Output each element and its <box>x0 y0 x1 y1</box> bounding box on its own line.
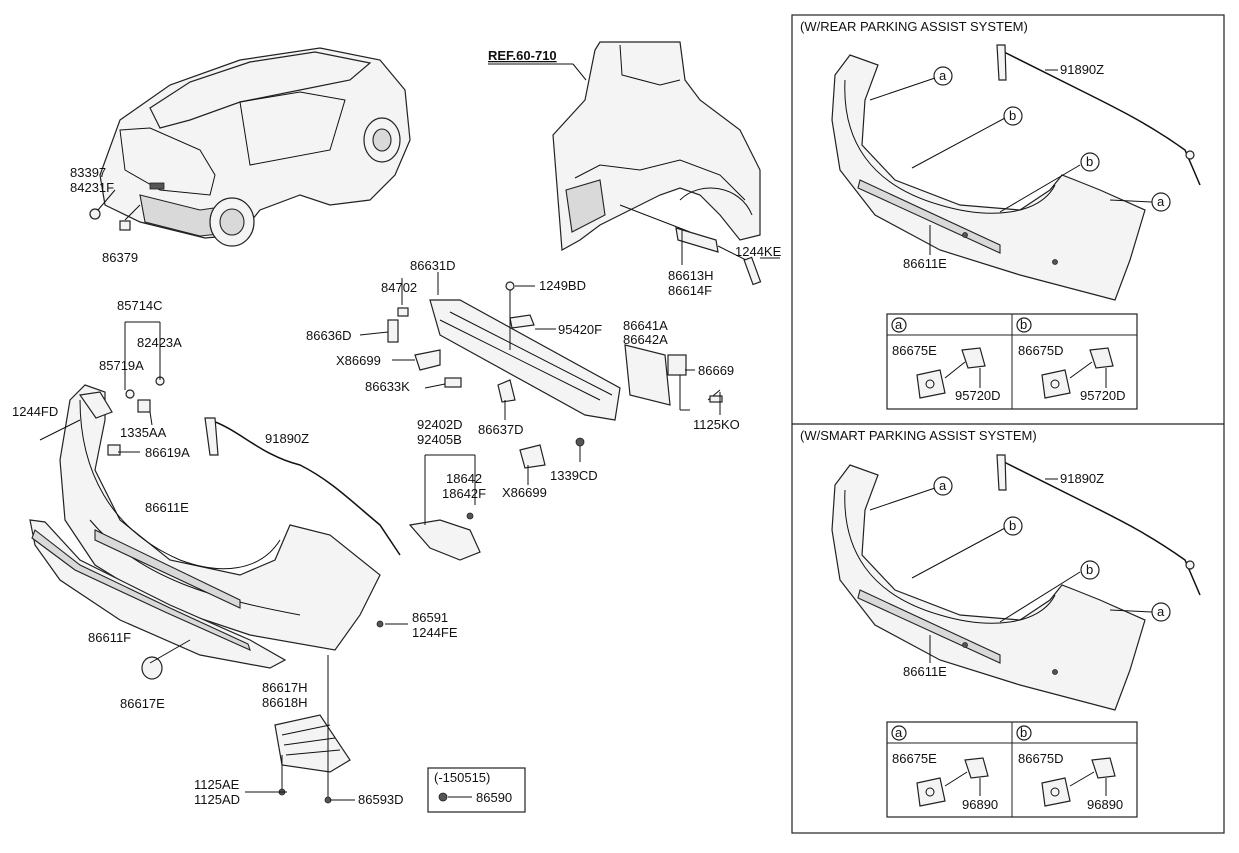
panel-rear-harness: 91890Z <box>1060 62 1104 77</box>
label-X86699-a: X86699 <box>336 353 381 368</box>
label-1335AA: 1335AA <box>120 425 167 440</box>
variant-box: (-150515) 86590 <box>427 767 526 813</box>
panel-smart-parking-assist: (W/SMART PARKING ASSIST SYSTEM) a b b a … <box>800 428 1201 818</box>
bracket-a-icon <box>916 777 946 807</box>
label-85714C: 85714C <box>117 298 163 313</box>
car-illustration <box>89 47 411 247</box>
panel-smart-callout-a2: a <box>1157 604 1165 619</box>
panel-smart-callout-b2: b <box>1086 562 1093 577</box>
bracket-b-icon <box>1041 777 1071 807</box>
panel-smart-callout-a: a <box>939 478 947 493</box>
bracket-b-icon <box>1041 369 1071 399</box>
label-86611F: 86611F <box>88 630 131 645</box>
label-86591: 86591 <box>412 610 448 625</box>
label-86636D: 86636D <box>306 328 352 343</box>
label-1125KO: 1125KO <box>693 417 740 432</box>
panel-rear-cell-a-bracket: 86675E <box>892 343 937 358</box>
label-86611E: 86611E <box>145 500 189 515</box>
ref-label: REF.60-710 <box>488 48 557 63</box>
panel-rear-cell-b-bracket: 86675D <box>1018 343 1064 358</box>
panel-rear-callout-a2: a <box>1157 194 1165 209</box>
label-86614F: 86614F <box>668 283 712 298</box>
label-1249BD: 1249BD <box>539 278 586 293</box>
panel-smart-cell-a-bracket: 86675E <box>892 751 937 766</box>
variant-box-part: 86590 <box>476 790 512 805</box>
panel-rear-cell-b-sensor: 95720D <box>1080 388 1126 403</box>
panel-rear-title: (W/REAR PARKING ASSIST SYSTEM) <box>800 19 1028 34</box>
label-18642F: 18642F <box>442 486 486 501</box>
panel-smart-cell-b-sensor: 96890 <box>1087 797 1123 812</box>
variant-box-title: (-150515) <box>434 770 490 785</box>
panel-smart-cell-a-tag: a <box>895 725 903 740</box>
label-85719A: 85719A <box>99 358 144 373</box>
label-1244FD: 1244FD <box>12 404 58 419</box>
panel-rear-bumper: 86611E <box>903 256 947 271</box>
panel-rear-cell-b-tag: b <box>1020 317 1027 332</box>
panel-rear-callout-b: b <box>1009 108 1016 123</box>
panel-rear-cell-a-sensor: 95720D <box>955 388 1001 403</box>
label-1244FE: 1244FE <box>412 625 458 640</box>
panel-rear-callout-a: a <box>939 68 947 83</box>
bracket-a-icon <box>916 369 946 399</box>
label-86617E: 86617E <box>120 696 165 711</box>
part-labels: 83397 84231F 86379 85714C 82423A 85719A … <box>12 165 782 807</box>
label-84702: 84702 <box>381 280 417 295</box>
panel-smart-callout-b: b <box>1009 518 1016 533</box>
label-86618H: 86618H <box>262 695 308 710</box>
label-1125AD: 1125AD <box>194 792 240 807</box>
label-92405B: 92405B <box>417 432 462 447</box>
label-92402D: 92402D <box>417 417 463 432</box>
label-86593D: 86593D <box>358 792 404 807</box>
panel-smart-title: (W/SMART PARKING ASSIST SYSTEM) <box>800 428 1037 443</box>
panel-smart-cell-a-sensor: 96890 <box>962 797 998 812</box>
label-86613H: 86613H <box>668 268 714 283</box>
bumper-beam-illustration <box>387 281 723 469</box>
label-83397: 83397 <box>70 165 106 180</box>
label-86642A: 86642A <box>623 332 668 347</box>
panel-smart-cell-b-tag: b <box>1020 725 1027 740</box>
panel-smart-bumper: 86611E <box>903 664 947 679</box>
label-95420F: 95420F <box>558 322 602 337</box>
panel-rear-callout-b2: b <box>1086 154 1093 169</box>
panel-smart-cell-b-bracket: 86675D <box>1018 751 1064 766</box>
label-84231F: 84231F <box>70 180 114 195</box>
label-18642: 18642 <box>446 471 482 486</box>
sensor-a-icon <box>961 347 986 369</box>
label-1244KE: 1244KE <box>735 244 782 259</box>
label-86641A: 86641A <box>623 318 668 333</box>
label-86637D: 86637D <box>478 422 524 437</box>
sensor-a-icon <box>964 757 989 779</box>
label-91890Z: 91890Z <box>265 431 309 446</box>
label-1339CD: 1339CD <box>550 468 598 483</box>
label-86379: 86379 <box>102 250 138 265</box>
label-86669: 86669 <box>698 363 734 378</box>
panel-rear-parking-assist: (W/REAR PARKING ASSIST SYSTEM) a b b a 9… <box>800 19 1201 410</box>
bumper-assembly-illustration <box>29 376 481 804</box>
label-82423A: 82423A <box>137 335 182 350</box>
label-X86699-b: X86699 <box>502 485 547 500</box>
quarter-panel-illustration <box>552 41 780 286</box>
leader-lines <box>118 230 721 801</box>
label-86633K: 86633K <box>365 379 410 394</box>
label-86631D: 86631D <box>410 258 456 273</box>
panel-smart-harness: 91890Z <box>1060 471 1104 486</box>
sensor-b-icon <box>1091 757 1116 779</box>
label-1125AE: 1125AE <box>194 777 240 792</box>
sensor-b-icon <box>1089 347 1114 369</box>
label-86617H: 86617H <box>262 680 308 695</box>
panel-rear-cell-a-tag: a <box>895 317 903 332</box>
label-86619A: 86619A <box>145 445 190 460</box>
